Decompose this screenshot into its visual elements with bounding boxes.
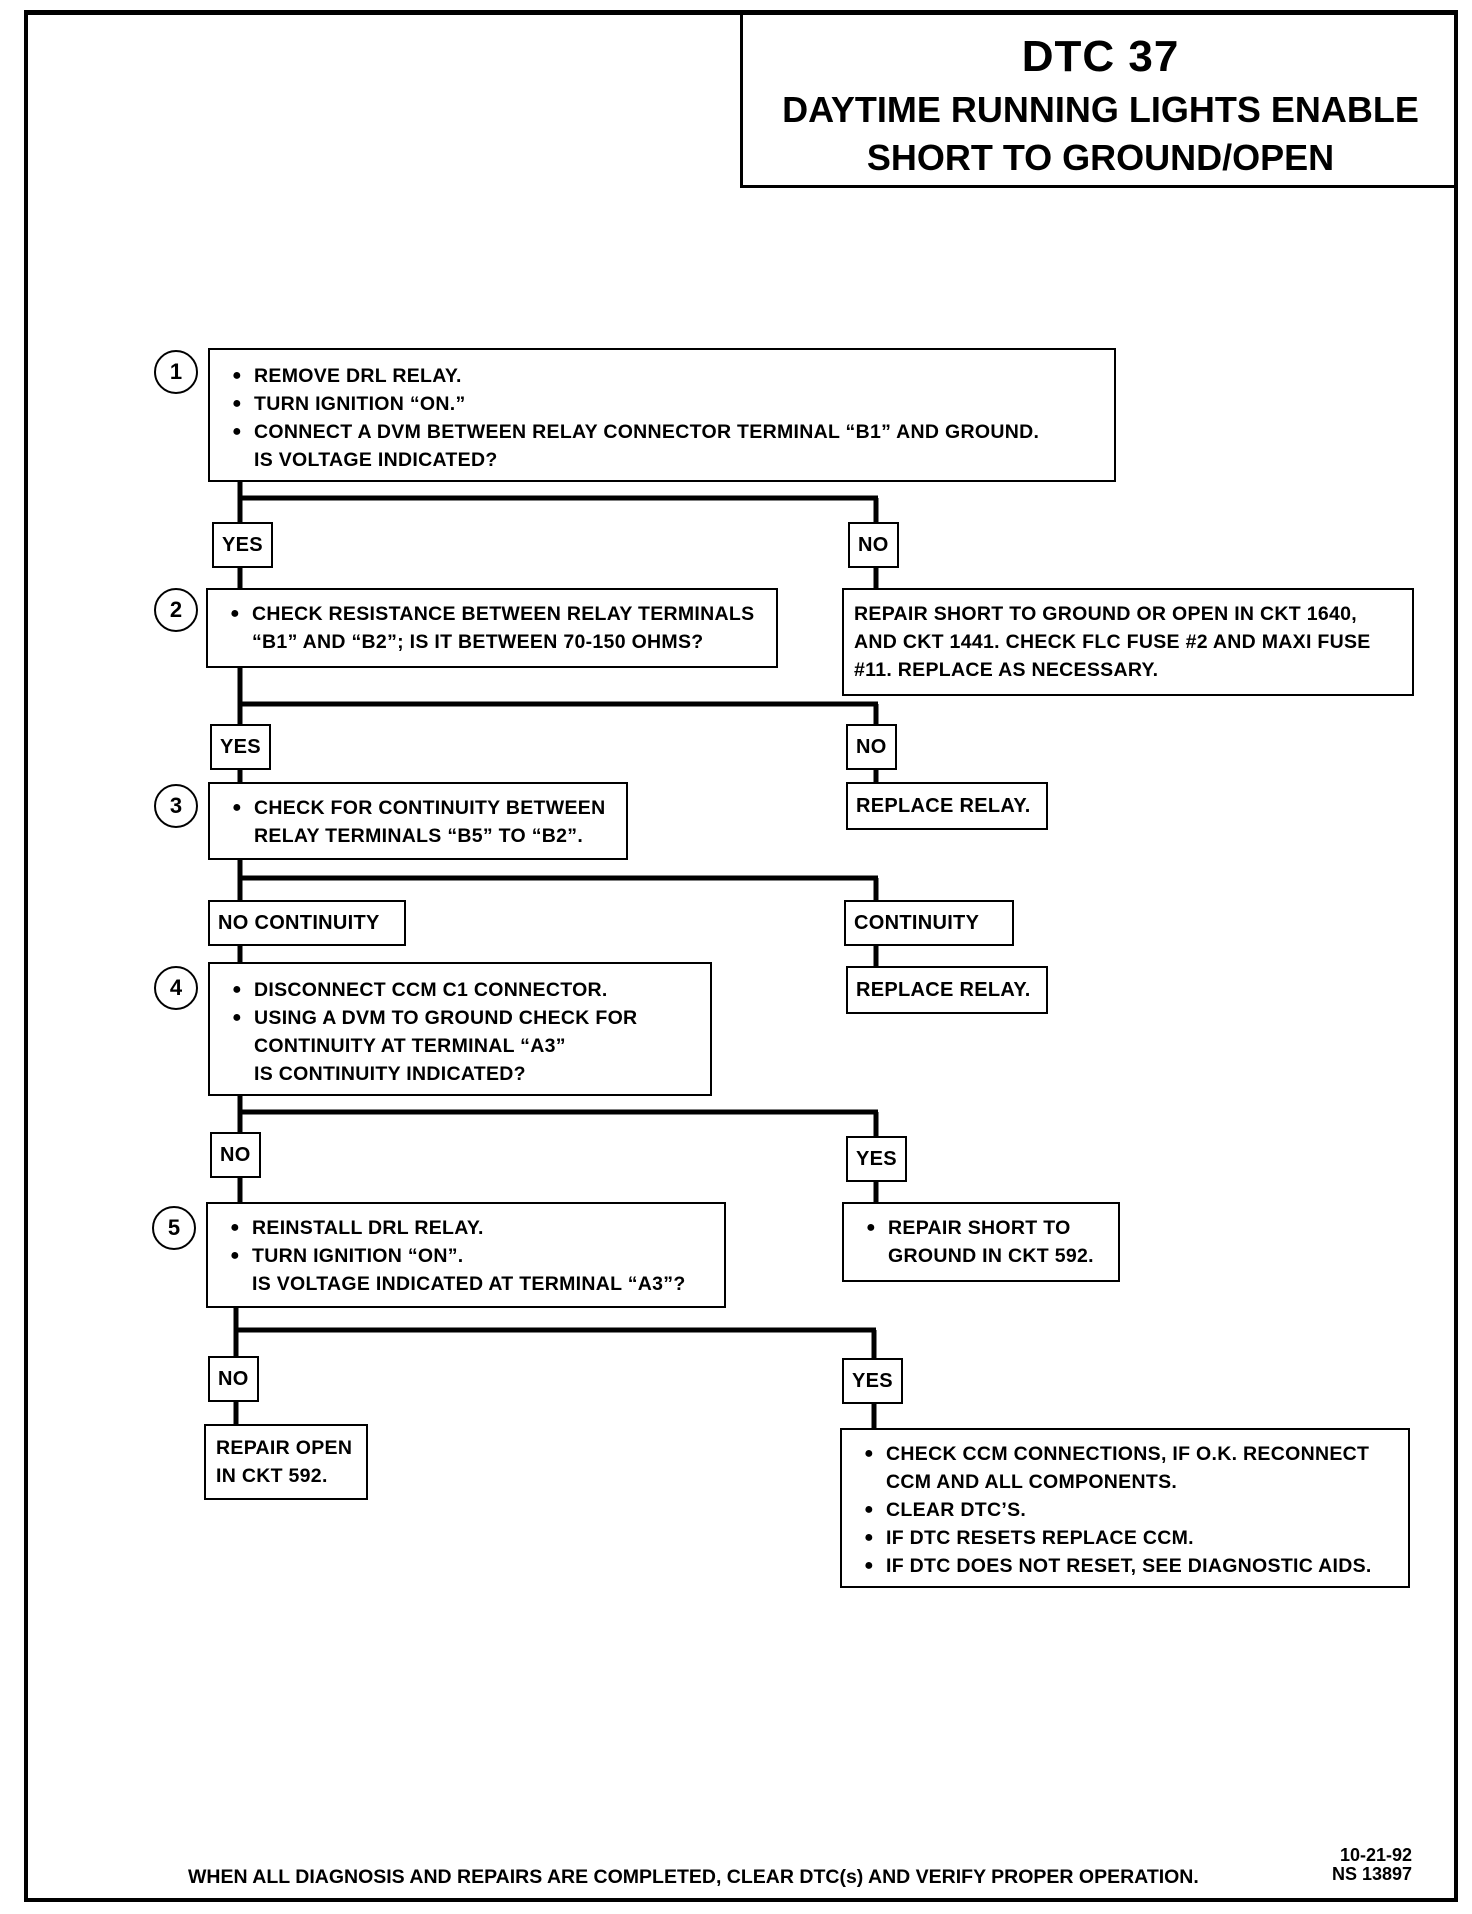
branch-2-no-label: NO — [846, 724, 897, 770]
step-5-question: IS VOLTAGE INDICATED AT TERMINAL “A3”? — [252, 1273, 686, 1295]
bullet-icon: ● — [232, 395, 242, 412]
step-2-line-1: CHECK RESISTANCE BETWEEN RELAY TERMINALS — [252, 603, 755, 625]
step-5-line-1: REINSTALL DRL RELAY. — [252, 1217, 484, 1239]
result-5-line-2: IN CKT 592. — [216, 1465, 328, 1487]
step-1-line-3: CONNECT A DVM BETWEEN RELAY CONNECTOR TE… — [254, 421, 1040, 443]
result-1-line-3: #11. REPLACE AS NECESSARY. — [854, 659, 1159, 681]
step-number-2: 2 — [154, 588, 198, 632]
result-1-line-1: REPAIR SHORT TO GROUND OR OPEN IN CKT 16… — [854, 603, 1357, 625]
step-2-box: ● CHECK RESISTANCE BETWEEN RELAY TERMINAL… — [206, 588, 778, 668]
result-4-box: ● REPAIR SHORT TO GROUND IN CKT 592. — [842, 1202, 1120, 1282]
branch-4-yes-label: YES — [846, 1136, 907, 1182]
step-4-line-3: CONTINUITY AT TERMINAL “A3” — [254, 1035, 566, 1057]
result-6-line-2: CCM AND ALL COMPONENTS. — [886, 1471, 1178, 1493]
step-4-box: ● DISCONNECT CCM C1 CONNECTOR. ● USING A D… — [208, 962, 712, 1096]
bullet-icon: ● — [230, 1219, 240, 1236]
step-4-question: IS CONTINUITY INDICATED? — [254, 1063, 526, 1085]
step-2-line-2: “B1” AND “B2”; IS IT BETWEEN 70-150 OHMS… — [252, 631, 704, 653]
bullet-icon: ● — [232, 367, 242, 384]
step-3-box: ● CHECK FOR CONTINUITY BETWEEN RELAY TERM… — [208, 782, 628, 860]
step-5-line-2: TURN IGNITION “ON”. — [252, 1245, 464, 1267]
branch-1-yes-label: YES — [212, 522, 273, 568]
bullet-icon: ● — [232, 981, 242, 998]
result-5-box: REPAIR OPEN IN CKT 592. — [204, 1424, 368, 1500]
result-4-line-1: REPAIR SHORT TO — [888, 1217, 1071, 1239]
footer-note: WHEN ALL DIAGNOSIS AND REPAIRS ARE COMPL… — [188, 1866, 1199, 1888]
step-1-box: ●REMOVE DRL RELAY. ●TURN IGNITION “ON.” … — [208, 348, 1116, 482]
step-number-3: 3 — [154, 784, 198, 828]
result-6-line-1: CHECK CCM CONNECTIONS, IF O.K. RECONNECT — [886, 1443, 1370, 1465]
doc-date: 10-21-92 — [1340, 1845, 1413, 1865]
result-1-line-2: AND CKT 1441. CHECK FLC FUSE #2 AND MAXI… — [854, 631, 1371, 653]
step-number-4: 4 — [154, 966, 198, 1010]
branch-4-no-label: NO — [210, 1132, 261, 1178]
step-3-line-2: RELAY TERMINALS “B5” TO “B2”. — [254, 825, 584, 847]
bullet-icon: ● — [232, 423, 242, 440]
step-3-line-1: CHECK FOR CONTINUITY BETWEEN — [254, 797, 606, 819]
branch-3-continuity-label: CONTINUITY — [844, 900, 1014, 946]
step-4-line-1: DISCONNECT CCM C1 CONNECTOR. — [254, 979, 608, 1001]
result-2-box: REPLACE RELAY. — [846, 782, 1048, 830]
result-5-line-1: REPAIR OPEN — [216, 1437, 353, 1459]
step-1-question: IS VOLTAGE INDICATED? — [254, 449, 498, 471]
bullet-icon: ● — [230, 1247, 240, 1264]
bullet-icon: ● — [230, 605, 240, 622]
bullet-icon: ● — [866, 1219, 876, 1236]
step-1-line-2: TURN IGNITION “ON.” — [254, 393, 466, 415]
branch-2-yes-label: YES — [210, 724, 271, 770]
document-id: 10-21-92 NS 13897 — [1332, 1846, 1412, 1884]
bullet-icon: ● — [864, 1529, 874, 1546]
title-box: DTC 37 DAYTIME RUNNING LIGHTS ENABLE SHO… — [740, 10, 1458, 188]
bullet-icon: ● — [864, 1501, 874, 1518]
result-1-box: REPAIR SHORT TO GROUND OR OPEN IN CKT 16… — [842, 588, 1414, 696]
branch-1-no-label: NO — [848, 522, 899, 568]
dtc-code: DTC 37 — [1021, 32, 1180, 81]
result-3-box: REPLACE RELAY. — [846, 966, 1048, 1014]
step-1-line-1: REMOVE DRL RELAY. — [254, 365, 462, 387]
step-5-box: ● REINSTALL DRL RELAY. ● TURN IGNITION “ON… — [206, 1202, 726, 1308]
result-4-line-2: GROUND IN CKT 592. — [888, 1245, 1094, 1267]
step-4-line-2: USING A DVM TO GROUND CHECK FOR — [254, 1007, 638, 1029]
bullet-icon: ● — [232, 1009, 242, 1026]
branch-5-no-label: NO — [208, 1356, 259, 1402]
bullet-icon: ● — [232, 799, 242, 816]
result-6-line-4: IF DTC RESETS REPLACE CCM. — [886, 1527, 1194, 1549]
branch-5-yes-label: YES — [842, 1358, 903, 1404]
doc-number: NS 13897 — [1332, 1864, 1413, 1884]
bullet-icon: ● — [864, 1557, 874, 1574]
result-6-box: ● CHECK CCM CONNECTIONS, IF O.K. RECONNEC… — [840, 1428, 1410, 1588]
step-number-1: 1 — [154, 350, 198, 394]
title-line-1: DAYTIME RUNNING LIGHTS ENABLE — [782, 89, 1419, 130]
branch-3-no-continuity-label: NO CONTINUITY — [208, 900, 406, 946]
step-number-5: 5 — [152, 1206, 196, 1250]
result-6-line-3: CLEAR DTC’S. — [886, 1499, 1027, 1521]
result-6-line-5: IF DTC DOES NOT RESET, SEE DIAGNOSTIC AI… — [886, 1555, 1372, 1577]
bullet-icon: ● — [864, 1445, 874, 1462]
title-line-2: SHORT TO GROUND/OPEN — [866, 137, 1335, 178]
